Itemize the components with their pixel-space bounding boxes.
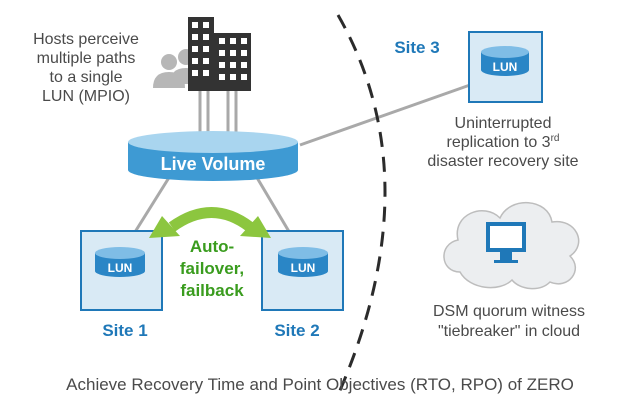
lun-label-site3: LUN bbox=[493, 60, 518, 74]
lun-label-site1: LUN bbox=[108, 261, 133, 275]
failover-arrow-icon bbox=[149, 207, 271, 238]
hosts-text-line-3: to a single bbox=[50, 69, 123, 86]
failover-text-line-1: Auto- bbox=[190, 237, 234, 256]
lun-label-site2: LUN bbox=[291, 261, 316, 275]
site2-connection-line bbox=[254, 175, 296, 241]
live-volume-label: Live Volume bbox=[161, 154, 266, 174]
site-separator-dashed-line bbox=[336, 14, 387, 396]
site3-replication-line bbox=[299, 83, 471, 147]
live-volume-cylinder: Live Volume bbox=[128, 131, 298, 181]
hosts-text-line-1: Hosts perceive bbox=[33, 31, 139, 48]
lun-cylinder-site1: LUN bbox=[95, 247, 145, 277]
replication-description: Uninterrupted replication to 3rd disaste… bbox=[427, 115, 578, 170]
hosts-text-line-4: LUN (MPIO) bbox=[42, 88, 130, 105]
building-icon bbox=[188, 17, 251, 91]
replication-text-line-1: Uninterrupted bbox=[455, 115, 552, 132]
site3-storage-box: LUN bbox=[468, 31, 543, 103]
site3-label: Site 3 bbox=[394, 38, 439, 57]
lun-cylinder-site2: LUN bbox=[278, 247, 328, 277]
quorum-description: DSM quorum witness "tiebreaker" in cloud bbox=[433, 303, 585, 340]
hosts-description: Hosts perceive multiple paths to a singl… bbox=[33, 31, 139, 105]
quorum-text-line-1: DSM quorum witness bbox=[433, 303, 585, 320]
replication-text-line-2: replication to 3rd bbox=[447, 133, 560, 151]
site1-storage-box: LUN bbox=[80, 230, 163, 311]
site2-label: Site 2 bbox=[274, 321, 319, 340]
footer-caption: Achieve Recovery Time and Point Objectiv… bbox=[66, 375, 574, 394]
site1-connection-line bbox=[128, 175, 172, 241]
monitor-icon bbox=[486, 222, 526, 263]
failover-text-line-2: failover, bbox=[180, 259, 244, 278]
failover-text-line-3: failback bbox=[180, 281, 244, 300]
replication-text-line-3: disaster recovery site bbox=[427, 153, 578, 170]
quorum-text-line-2: "tiebreaker" in cloud bbox=[438, 323, 580, 340]
lun-cylinder-site3: LUN bbox=[481, 46, 529, 76]
connection-lines bbox=[128, 83, 471, 241]
hosts-text-line-2: multiple paths bbox=[37, 50, 136, 67]
failover-text: Auto- failover, failback bbox=[180, 237, 244, 300]
site1-label: Site 1 bbox=[102, 321, 147, 340]
site2-storage-box: LUN bbox=[261, 230, 344, 311]
